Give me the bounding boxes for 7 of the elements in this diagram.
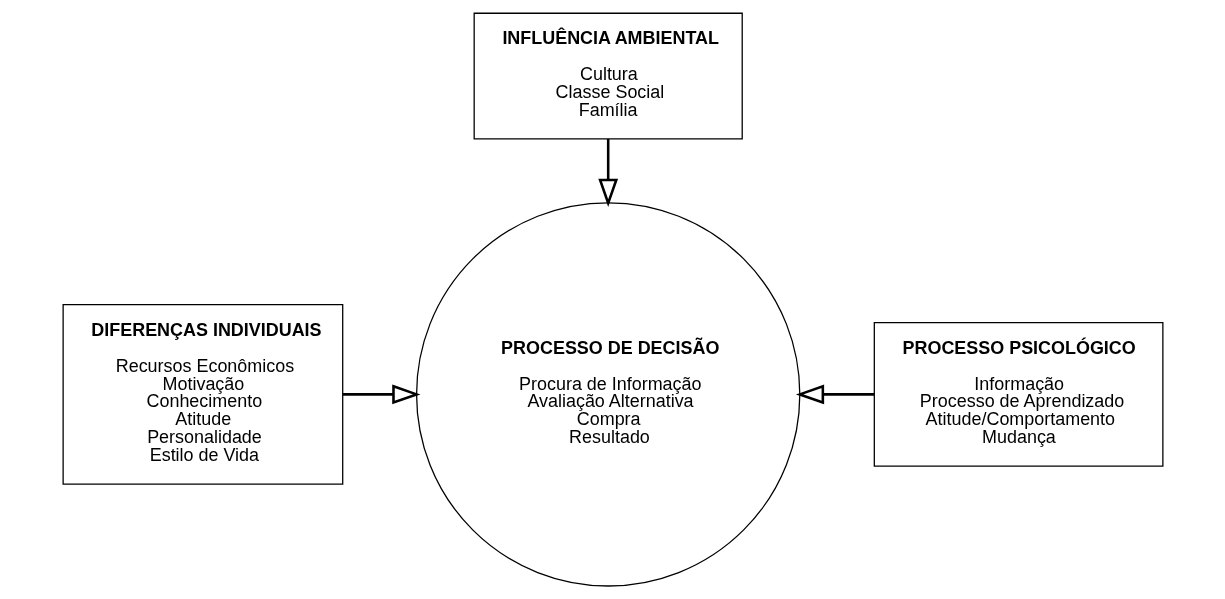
arrow — [597, 139, 618, 207]
node-box: DIFERENÇAS INDIVIDUAIS Recursos Econômicos Motivação Conhecimento Atitude Personalidade Estilo de Vida — [62, 304, 343, 485]
arrow — [342, 384, 420, 405]
node-circle: PROCESSO DE DECISÃO Procura de Informação Avaliação Alternativa Compra Resultado — [415, 202, 800, 587]
node-box: PROCESSO PSICOLÓGICO Informação Processo de Aprendizado Atitude/Comportamento Mudança — [873, 321, 1163, 467]
node-box: INFLUÊNCIA AMBIENTAL Cultura Classe Social Família — [473, 12, 743, 140]
arrow — [795, 384, 874, 405]
